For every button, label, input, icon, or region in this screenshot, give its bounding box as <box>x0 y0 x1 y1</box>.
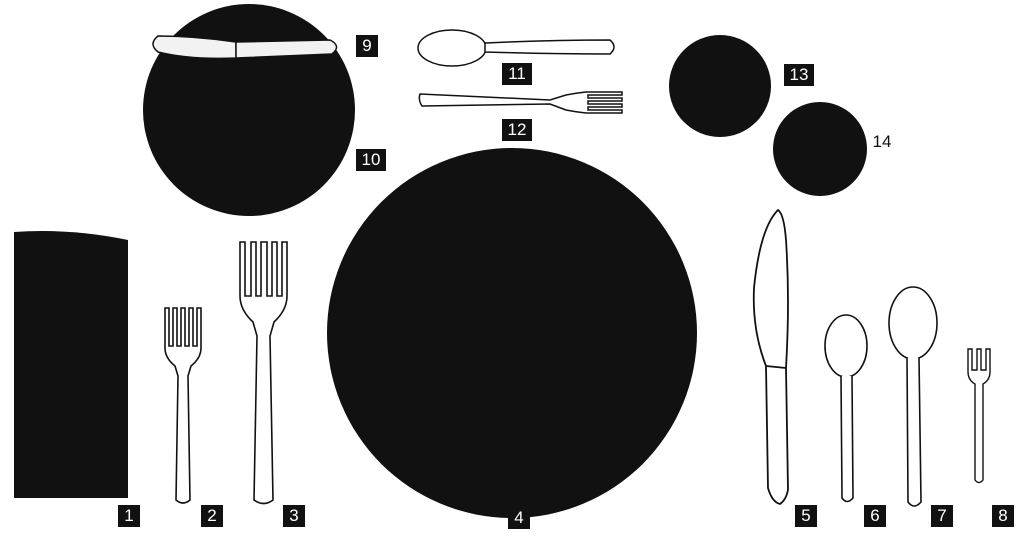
water-glass <box>669 35 771 137</box>
dinner-knife <box>754 210 788 504</box>
label-dessert-spoon: 6 <box>864 505 886 527</box>
label-dinner-knife: 5 <box>795 505 817 527</box>
label-napkin: 1 <box>118 505 140 527</box>
label-bread-plate: 10 <box>356 149 386 171</box>
label-soup-spoon: 7 <box>931 505 953 527</box>
dinner-plate <box>327 148 697 518</box>
wine-glass <box>773 102 867 196</box>
napkin <box>14 231 128 498</box>
dessert-spoon-horizontal <box>418 30 614 66</box>
soup-spoon <box>889 287 937 506</box>
label-oyster-fork: 8 <box>992 505 1014 527</box>
label-horizontal-fork: 12 <box>502 119 532 141</box>
dessert-fork-horizontal <box>419 92 622 113</box>
dinner-fork <box>240 242 287 504</box>
oyster-fork <box>968 349 990 483</box>
label-horizontal-spoon: 11 <box>502 63 532 85</box>
dessert-spoon <box>825 315 867 502</box>
label-dinner-fork: 3 <box>283 505 305 527</box>
label-salad-fork: 2 <box>201 505 223 527</box>
label-wine-glass: 14 <box>867 131 897 153</box>
salad-fork <box>165 308 201 503</box>
label-water-glass: 13 <box>784 64 814 86</box>
label-dinner-plate: 4 <box>508 507 530 529</box>
label-butter-knife: 9 <box>356 35 378 57</box>
